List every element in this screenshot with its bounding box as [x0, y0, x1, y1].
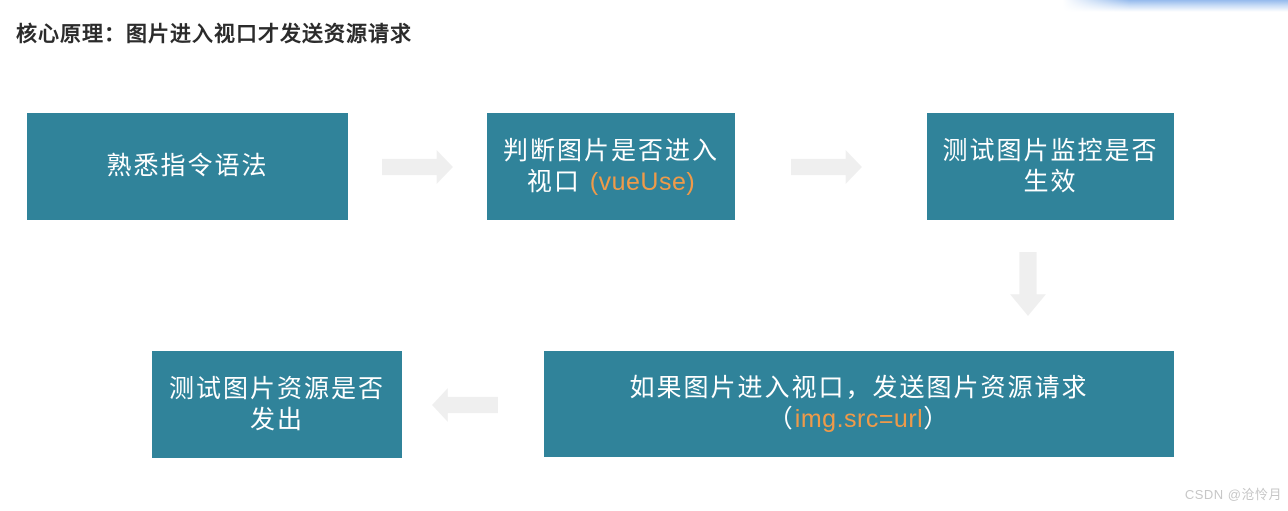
flow-step-test-image-monitoring: 测试图片监控是否 生效: [927, 113, 1174, 220]
flow-step-label-line1: 测试图片监控是否: [942, 136, 1159, 165]
csdn-watermark: CSDN @沧怜月: [1184, 487, 1282, 502]
flow-step-label-line2: 发出: [249, 405, 304, 434]
arrow-down-icon: [1010, 252, 1046, 316]
flow-step-learn-directive-syntax: 熟悉指令语法: [27, 113, 348, 220]
flow-step-label-line1: 测试图片资源是否: [168, 374, 385, 403]
flow-step-check-image-in-viewport: 判断图片是否进入 视口 (vueUse): [487, 113, 735, 220]
arrow-right-icon: [382, 150, 453, 184]
flow-step-label: 熟悉指令语法: [106, 152, 269, 180]
code-vueuse: (vueUse): [589, 167, 696, 196]
flow-step-label-line2: 视口 (vueUse): [526, 167, 696, 196]
top-blue-gradient-bar: [1063, 0, 1288, 12]
flow-step-label-line2: （img.src=url）: [767, 405, 951, 433]
arrow-left-icon: [432, 388, 498, 422]
flow-step-test-image-resource-sent: 测试图片资源是否 发出: [152, 351, 402, 458]
code-img-src-url: img.src=url: [794, 405, 924, 433]
page-title: 核心原理：图片进入视口才发送资源请求: [16, 23, 412, 46]
flow-step-send-image-request: 如果图片进入视口，发送图片资源请求 （img.src=url）: [544, 351, 1174, 457]
flow-step-label-line2: 生效: [1023, 167, 1078, 196]
flow-step-label-line1: 如果图片进入视口，发送图片资源请求: [629, 374, 1089, 402]
arrow-right-icon: [791, 150, 862, 184]
flow-step-label-line1: 判断图片是否进入: [502, 136, 719, 165]
